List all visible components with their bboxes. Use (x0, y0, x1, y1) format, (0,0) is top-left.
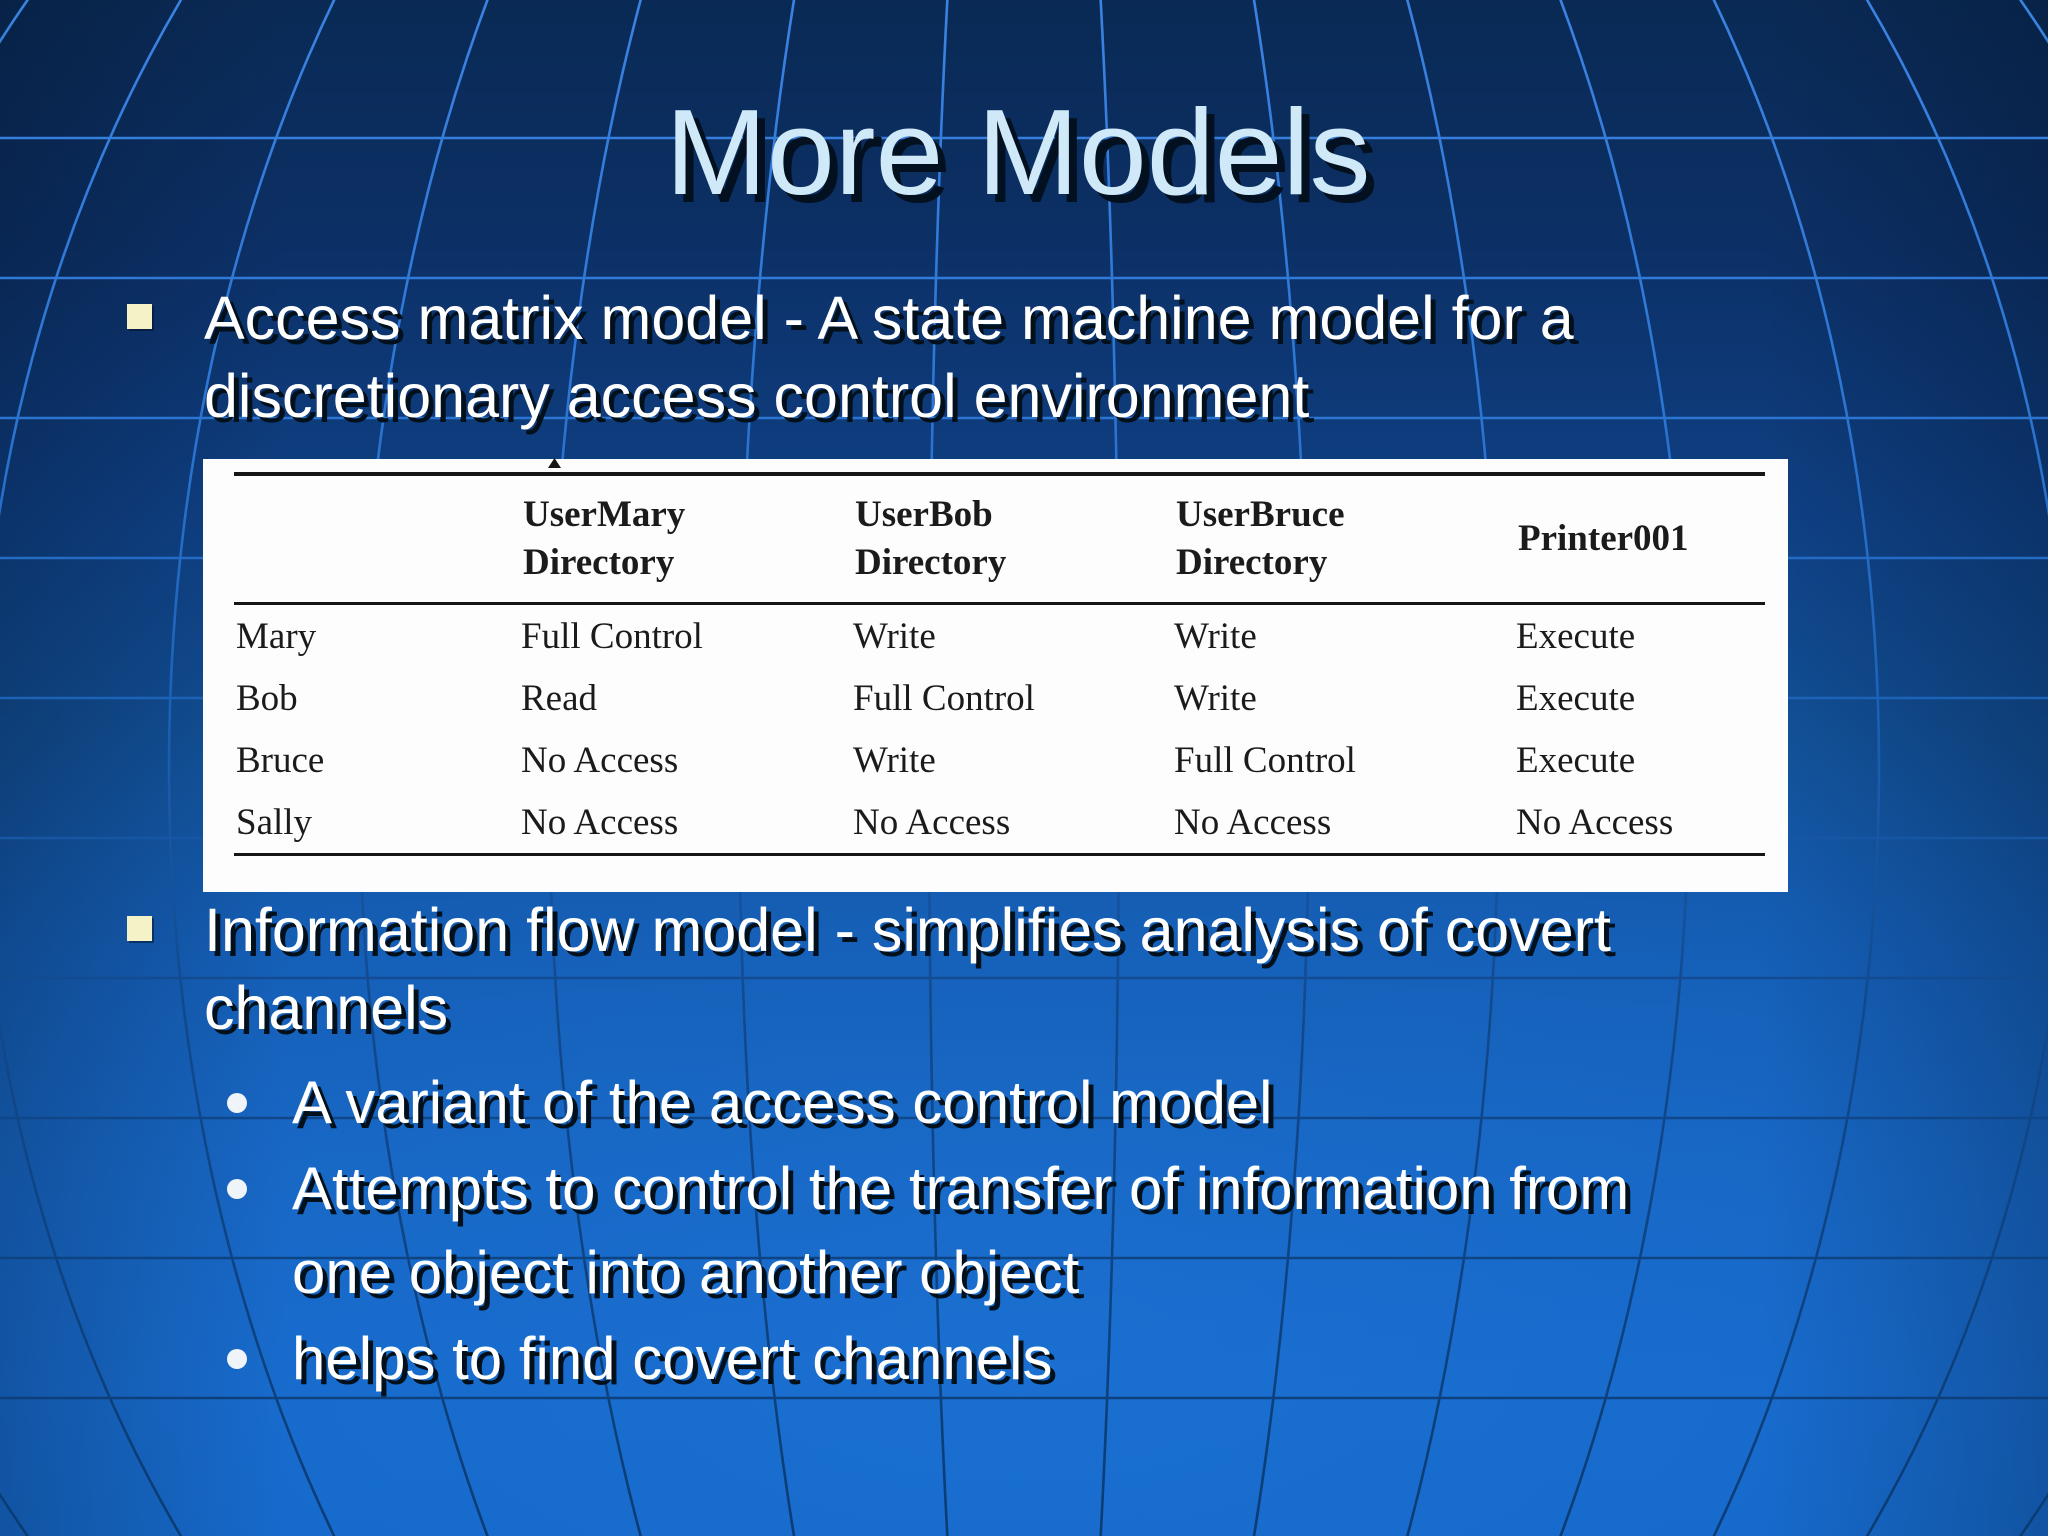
table-cell: Full Control (853, 677, 1035, 719)
table-cell: Read (521, 677, 598, 719)
table-cell: No Access (521, 739, 679, 781)
table-header-usermary-directory: UserMary Directory (519, 474, 851, 605)
table-row: Sally No Access No Access No Access No A… (234, 791, 1765, 855)
table-row-subject: Mary (236, 615, 317, 657)
table-cell: No Access (853, 801, 1011, 843)
sub-bullet-text: A variant of the access control model (292, 1069, 1273, 1136)
bullet-text: Information flow model - simplifies anal… (204, 896, 1611, 1042)
table-cell: No Access (1516, 801, 1674, 843)
table-row: Bob Read Full Control Write Execute (234, 667, 1765, 729)
sub-bullet-list: A variant of the access control model At… (227, 1061, 1629, 1403)
square-bullet-icon (127, 916, 152, 941)
table-row-subject: Bob (236, 677, 298, 719)
table-cell: Full Control (1174, 739, 1356, 781)
table-header-row: UserMary Directory UserBob Directory Use… (234, 474, 1765, 605)
table-cell: Execute (1516, 739, 1636, 781)
sub-bullet-transfer-control: Attempts to control the transfer of info… (227, 1147, 1629, 1315)
table-header-userbob-directory: UserBob Directory (851, 474, 1172, 605)
table-row: Bruce No Access Write Full Control Execu… (234, 729, 1765, 791)
sub-bullet-covert-channels: helps to find covert channels (227, 1317, 1629, 1401)
table-header-userbruce-directory: UserBruce Directory (1172, 474, 1514, 605)
table-cell: Write (853, 739, 936, 781)
table-cell: No Access (521, 801, 679, 843)
dot-bullet-icon (227, 1349, 247, 1369)
table-cell: Execute (1516, 677, 1636, 719)
table-cell: Full Control (521, 615, 703, 657)
bullet-information-flow-model: Information flow model - simplifies anal… (127, 891, 1611, 1047)
sub-bullet-text: helps to find covert channels (292, 1325, 1053, 1392)
table-row-subject: Bruce (236, 739, 325, 781)
table-cell: Execute (1516, 615, 1636, 657)
sub-bullet-variant: A variant of the access control model (227, 1061, 1629, 1145)
table-cell: Write (1174, 677, 1257, 719)
bullet-access-matrix-model: Access matrix model - A state machine mo… (127, 279, 1574, 435)
access-matrix-table: UserMary Directory UserBob Directory Use… (234, 472, 1765, 856)
table-header-printer001: Printer001 (1514, 474, 1765, 605)
dot-bullet-icon (227, 1179, 247, 1199)
table-row-subject: Sally (236, 801, 313, 843)
table-cell: Write (853, 615, 936, 657)
table-cell: Write (1174, 615, 1257, 657)
bullet-text: Access matrix model - A state machine mo… (204, 284, 1574, 430)
table-row: Mary Full Control Write Write Execute (234, 604, 1765, 668)
access-matrix-figure: UserMary Directory UserBob Directory Use… (203, 458, 1788, 892)
square-bullet-icon (127, 304, 152, 329)
table-header-empty (234, 474, 519, 605)
dot-bullet-icon (227, 1093, 247, 1113)
table-cell: No Access (1174, 801, 1332, 843)
cropped-caption-mark (548, 458, 561, 468)
slide-title: More Models (665, 84, 1371, 220)
sub-bullet-text: Attempts to control the transfer of info… (292, 1155, 1630, 1306)
